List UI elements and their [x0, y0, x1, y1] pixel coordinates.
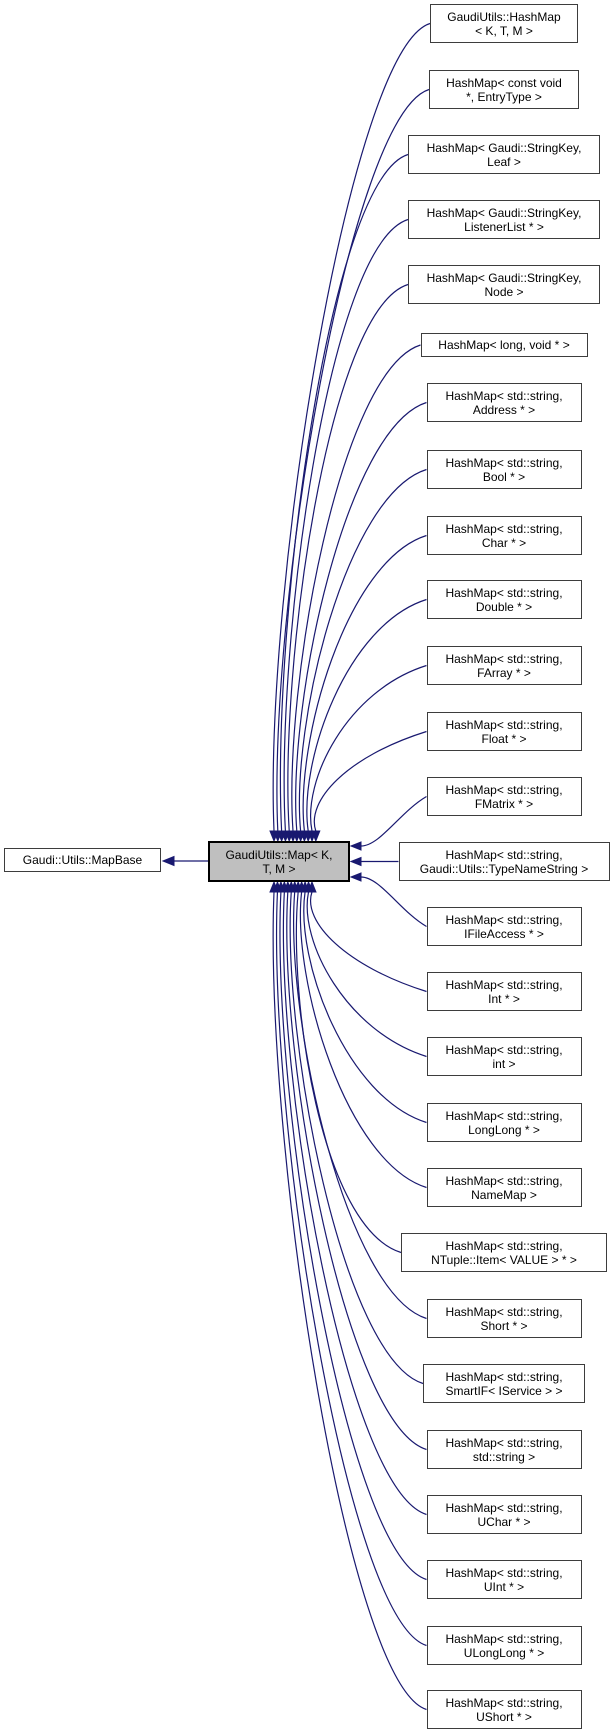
class-node[interactable]: HashMap< std::string,UShort * > — [426, 1690, 582, 1729]
class-name-label: Bool * > — [482, 469, 526, 484]
class-name-label: IFileAccess * > — [464, 926, 544, 941]
class-name-label: HashMap< std::string, — [445, 1108, 563, 1123]
class-name-label: NameMap > — [471, 1187, 537, 1202]
class-name-label: HashMap< std::string, — [445, 1304, 563, 1319]
class-name-label: Address * > — [472, 402, 536, 417]
class-name-label: Gaudi::Utils::TypeNameString > — [419, 861, 589, 876]
class-name-label: NTuple::Item< VALUE > * > — [431, 1252, 577, 1267]
class-node[interactable]: HashMap< std::string,FArray * > — [426, 646, 582, 685]
class-name-label: HashMap< std::string, — [445, 977, 563, 992]
class-name-label: HashMap< std::string, — [445, 1435, 563, 1450]
class-name-label: *, EntryType > — [466, 89, 542, 104]
class-name-label: Short * > — [480, 1318, 528, 1333]
class-name-label: HashMap< long, void * > — [438, 338, 570, 352]
class-node[interactable]: HashMap< Gaudi::StringKey,Leaf > — [408, 135, 600, 174]
class-node[interactable]: HashMap< std::string,NameMap > — [426, 1168, 582, 1207]
class-name-label: FArray * > — [477, 665, 531, 680]
class-node[interactable]: HashMap< std::string,ULongLong * > — [426, 1626, 582, 1665]
class-name-label: HashMap< std::string, — [445, 782, 563, 797]
class-name-label: std::string > — [472, 1449, 536, 1464]
class-name-label: Node > — [484, 284, 524, 299]
class-name-label: UInt * > — [483, 1579, 525, 1594]
class-node[interactable]: HashMap< std::string,Address * > — [426, 383, 582, 422]
class-node[interactable]: HashMap< std::string,UInt * > — [426, 1560, 582, 1599]
class-node[interactable]: HashMap< std::string,Int * > — [426, 972, 582, 1011]
class-name-label: HashMap< Gaudi::StringKey, — [426, 270, 582, 285]
class-node[interactable]: GaudiUtils::HashMap< K, T, M > — [430, 4, 578, 43]
class-node[interactable]: HashMap< std::string,SmartIF< IService >… — [423, 1364, 585, 1403]
class-name-label: HashMap< std::string, — [445, 1500, 563, 1515]
class-node[interactable]: HashMap< std::string,UChar * > — [426, 1495, 582, 1534]
class-node[interactable]: HashMap< std::string,NTuple::Item< VALUE… — [401, 1233, 607, 1272]
class-name-label: HashMap< std::string, — [445, 651, 563, 666]
class-name-label: Int * > — [488, 991, 520, 1006]
class-name-label: Double * > — [475, 599, 533, 614]
class-name-label: HashMap< std::string, — [445, 847, 563, 862]
class-name-label: HashMap< std::string, — [445, 1631, 563, 1646]
class-node[interactable]: HashMap< std::string,FMatrix * > — [426, 777, 582, 816]
class-name-label: UChar * > — [477, 1514, 531, 1529]
class-name-label: HashMap< std::string, — [445, 1369, 563, 1384]
class-name-label: SmartIF< IService > > — [445, 1383, 563, 1398]
class-name-label: int > — [492, 1056, 516, 1071]
class-node[interactable]: HashMap< std::string,int > — [426, 1037, 582, 1076]
class-name-label: LongLong * > — [468, 1122, 540, 1137]
class-node[interactable]: HashMap< std::string,Double * > — [426, 580, 582, 619]
class-node[interactable]: HashMap< const void*, EntryType > — [429, 70, 579, 109]
class-node[interactable]: HashMap< Gaudi::StringKey,ListenerList *… — [408, 200, 600, 239]
class-name-label: GaudiUtils::HashMap — [447, 9, 561, 24]
class-name-label: HashMap< std::string, — [445, 388, 563, 403]
class-node[interactable]: HashMap< std::string,Bool * > — [426, 450, 582, 489]
class-node[interactable]: HashMap< long, void * > — [420, 333, 588, 357]
class-name-label: HashMap< Gaudi::StringKey, — [426, 205, 582, 220]
class-name-label: HashMap< std::string, — [445, 1238, 563, 1253]
node-gaudiutils-map: GaudiUtils::Map< K, T, M > — [208, 841, 350, 882]
class-name-label: Char * > — [481, 535, 527, 550]
class-node[interactable]: HashMap< std::string,Short * > — [426, 1299, 582, 1338]
class-name-label: Leaf > — [487, 154, 521, 169]
class-name-label: HashMap< std::string, — [445, 912, 563, 927]
class-node[interactable]: HashMap< std::string,Char * > — [426, 516, 582, 555]
class-node[interactable]: HashMap< Gaudi::StringKey,Node > — [408, 265, 600, 304]
class-name-label: T, M > — [262, 861, 296, 876]
class-name-label: HashMap< const void — [446, 75, 562, 90]
node-gaudi-utils-mapbase[interactable]: Gaudi::Utils::MapBase — [4, 848, 161, 872]
class-node[interactable]: HashMap< std::string,LongLong * > — [426, 1103, 582, 1142]
class-name-label: Gaudi::Utils::MapBase — [22, 853, 143, 867]
class-name-label: Float * > — [481, 731, 527, 746]
class-name-label: GaudiUtils::Map< K, — [225, 847, 333, 862]
class-name-label: HashMap< std::string, — [445, 455, 563, 470]
class-node[interactable]: HashMap< std::string,Gaudi::Utils::TypeN… — [398, 842, 610, 881]
class-name-label: HashMap< std::string, — [445, 521, 563, 536]
class-name-label: UShort * > — [476, 1709, 532, 1724]
class-name-label: ULongLong * > — [463, 1645, 545, 1660]
class-name-label: ListenerList * > — [464, 219, 544, 234]
class-name-label: HashMap< std::string, — [445, 585, 563, 600]
class-node[interactable]: HashMap< std::string,Float * > — [426, 712, 582, 751]
class-node[interactable]: HashMap< std::string,IFileAccess * > — [426, 907, 582, 946]
class-name-label: HashMap< std::string, — [445, 1173, 563, 1188]
class-node[interactable]: HashMap< std::string,std::string > — [426, 1430, 582, 1469]
class-name-label: < K, T, M > — [475, 23, 533, 38]
class-name-label: HashMap< std::string, — [445, 1042, 563, 1057]
class-name-label: HashMap< std::string, — [445, 1565, 563, 1580]
class-name-label: HashMap< std::string, — [445, 717, 563, 732]
class-name-label: HashMap< std::string, — [445, 1695, 563, 1710]
class-name-label: FMatrix * > — [474, 796, 534, 811]
class-name-label: HashMap< Gaudi::StringKey, — [426, 140, 582, 155]
